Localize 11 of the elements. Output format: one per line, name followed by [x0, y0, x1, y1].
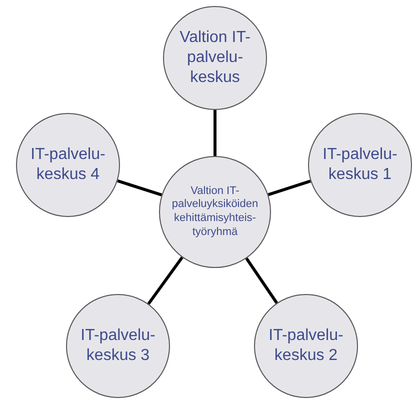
connector-line: [245, 257, 278, 304]
node-label: IT-palvelu- keskus 2: [268, 326, 344, 366]
node-label: Valtion IT- palveluyksiköiden kehittämisyhteis- työryhmä: [170, 184, 260, 240]
connector-line: [268, 180, 311, 196]
node-label: Valtion IT- palvelu- keskus: [178, 28, 252, 88]
connector-line: [117, 179, 162, 196]
connector-line: [214, 110, 216, 156]
node-label: IT-palvelu- keskus 4: [30, 145, 106, 185]
node-label: IT-palvelu- keskus 3: [80, 326, 156, 366]
node-label: IT-palvelu- keskus 1: [322, 145, 398, 185]
connector-line: [147, 256, 184, 305]
